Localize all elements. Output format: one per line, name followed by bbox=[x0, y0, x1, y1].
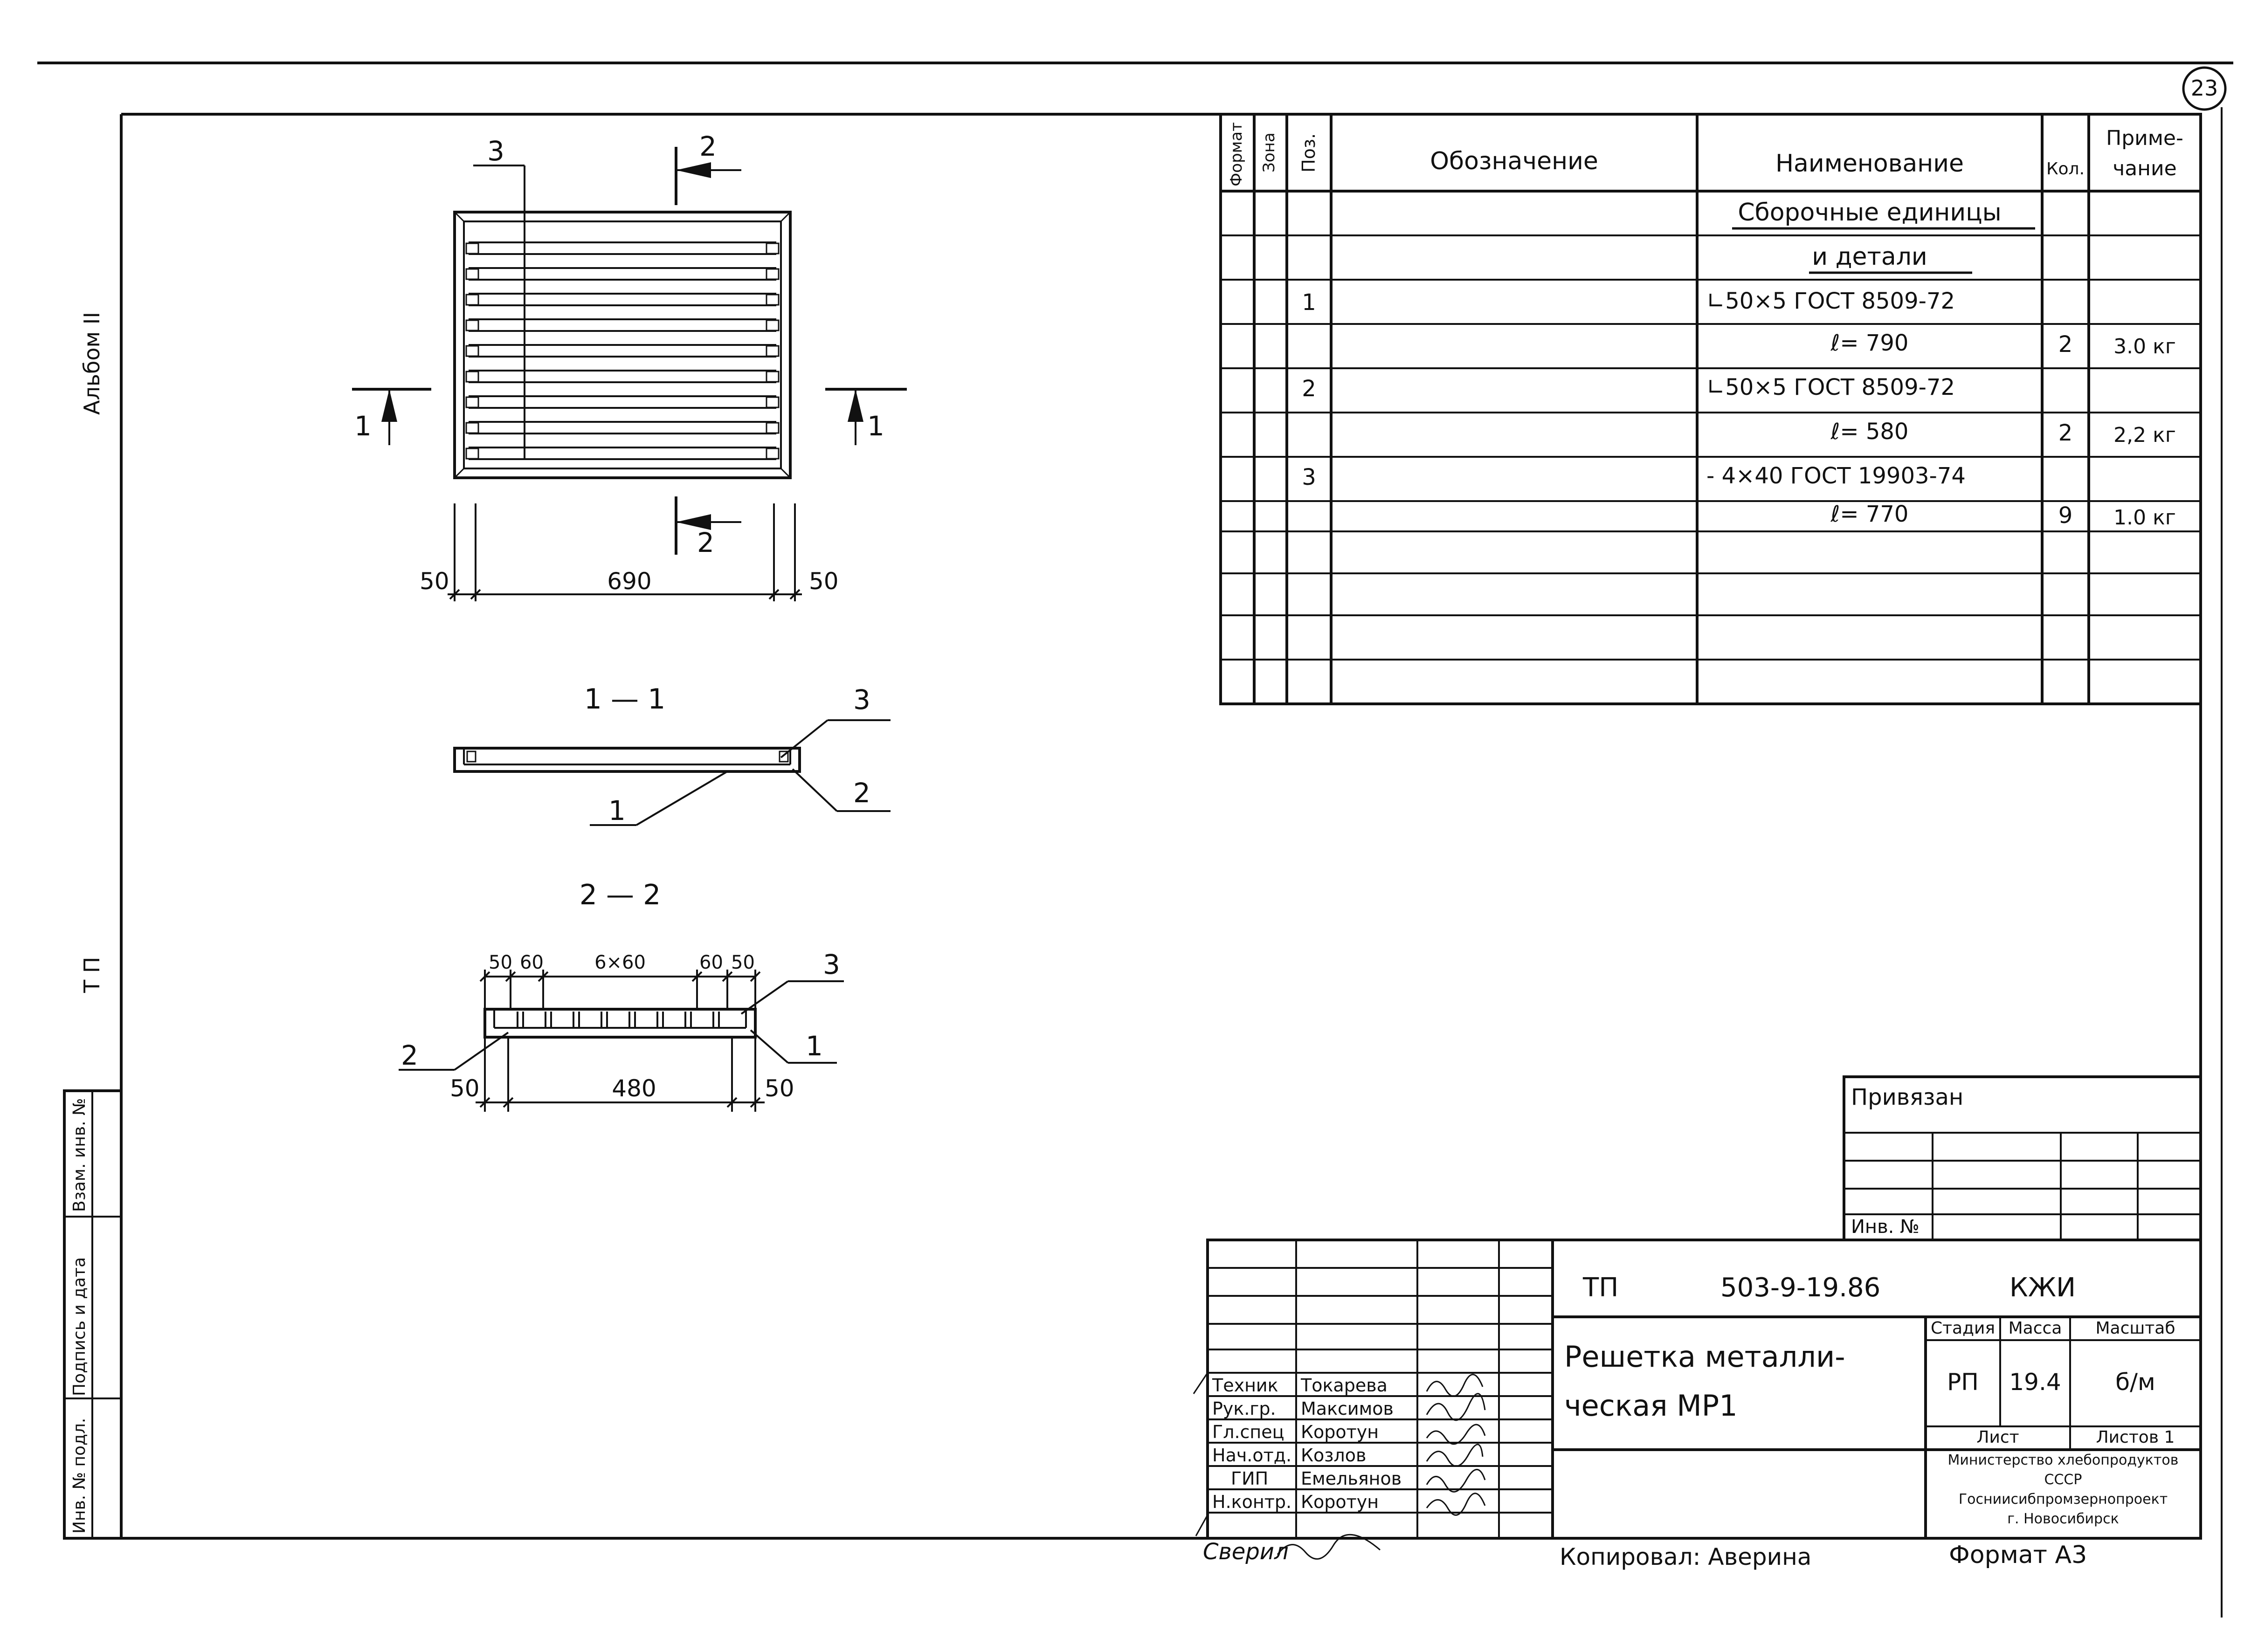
footer-format: Формат А3 bbox=[1949, 1541, 2087, 1569]
sheet-label: Лист bbox=[1976, 1428, 2019, 1447]
stamp-replace-label: Взам. инв. № bbox=[70, 1098, 89, 1212]
staff-role: Н.контр. bbox=[1212, 1492, 1292, 1512]
stamp-signature-label: Подпись и дата bbox=[70, 1257, 89, 1396]
album-label: Альбом II bbox=[79, 312, 104, 415]
section-1-1-callout-1: 1 bbox=[608, 795, 626, 826]
stage-value: РП bbox=[1947, 1369, 1979, 1396]
spec-row-note: 2,2 кг bbox=[2113, 423, 2176, 447]
section-2-2-dim-mid: 480 bbox=[612, 1075, 656, 1102]
spec-header-designation: Обозначение bbox=[1430, 147, 1598, 175]
spec-section-title-2: и детали bbox=[1812, 243, 1927, 271]
section-2-2-callout-1: 1 bbox=[806, 1030, 823, 1062]
spec-row-name: ∟50×5 ГОСТ 8509-72 bbox=[1706, 288, 1955, 314]
footer-copied: Копировал: Аверина bbox=[1560, 1543, 1812, 1570]
section-1-1-callout-3: 3 bbox=[853, 684, 870, 716]
spec-row-pos: 2 bbox=[1302, 376, 1316, 402]
staff-role: Гл.спец bbox=[1212, 1422, 1284, 1442]
plan-dim-mid: 690 bbox=[607, 568, 652, 595]
section-1-1-callout-2: 2 bbox=[853, 777, 870, 809]
org-line-2: СССР bbox=[2044, 1472, 2082, 1488]
section-2-2-dim-top: 60 bbox=[520, 952, 544, 973]
title-name-line-1: Решетка металли- bbox=[1564, 1340, 1845, 1374]
org-line-3: Госниисибпромзернопроект bbox=[1958, 1491, 2168, 1507]
spec-row-qty: 9 bbox=[2058, 502, 2073, 529]
spec-row-qty: 2 bbox=[2058, 420, 2073, 446]
staff-role: Нач.отд. bbox=[1212, 1445, 1292, 1466]
staff-name: Емельянов bbox=[1301, 1468, 1402, 1489]
staff-name: Коротун bbox=[1301, 1422, 1379, 1442]
spec-header-name: Наименование bbox=[1775, 150, 1964, 178]
spec-header-format: Формат bbox=[1227, 122, 1246, 186]
title-code-prefix: ТП bbox=[1583, 1273, 1619, 1303]
section-2-2-title: 2 — 2 bbox=[579, 879, 661, 911]
org-line-1: Министерство хлебопродуктов bbox=[1947, 1452, 2179, 1468]
mass-label: Масса bbox=[2008, 1319, 2062, 1338]
plan-section-2-bottom: 2 bbox=[697, 527, 714, 558]
staff-name: Токарева bbox=[1301, 1375, 1388, 1396]
mass-value: 19.4 bbox=[2009, 1369, 2061, 1396]
staff-role: ГИП bbox=[1231, 1468, 1269, 1489]
staff-name: Коротун bbox=[1301, 1492, 1379, 1512]
spec-header-qty: Кол. bbox=[2046, 159, 2085, 179]
spec-row-name: - 4×40 ГОСТ 19903-74 bbox=[1706, 463, 1966, 489]
section-2-2-dim-top: 60 bbox=[699, 952, 723, 973]
plan-callout-3: 3 bbox=[487, 135, 504, 167]
section-2-2-dim-left: 50 bbox=[450, 1075, 480, 1102]
spec-row-note: 3.0 кг bbox=[2113, 335, 2176, 358]
section-2-2-dim-top: 50 bbox=[731, 952, 755, 973]
title-mark: КЖИ bbox=[2009, 1273, 2076, 1303]
spec-row-name: ℓ= 790 bbox=[1830, 330, 1909, 356]
plan-section-2-top: 2 bbox=[699, 131, 717, 162]
section-1-1-title: 1 — 1 bbox=[584, 683, 666, 716]
title-code: 503-9-19.86 bbox=[1720, 1273, 1881, 1303]
spec-row-name: ∟50×5 ГОСТ 8509-72 bbox=[1706, 374, 1955, 400]
stage-label: Стадия bbox=[1930, 1319, 1996, 1338]
sheet-number: 23 bbox=[2190, 76, 2218, 101]
spec-row-pos: 3 bbox=[1302, 464, 1316, 490]
section-2-2-dim-top: 6×60 bbox=[594, 952, 646, 973]
spec-row-qty: 2 bbox=[2058, 331, 2073, 358]
spec-row-name: ℓ= 770 bbox=[1830, 501, 1909, 527]
spec-header-pos: Поз. bbox=[1298, 133, 1319, 172]
tp-label: Т П bbox=[79, 957, 104, 993]
spec-header-note-1: Приме- bbox=[2106, 126, 2183, 150]
spec-section-title-1: Сборочные единицы bbox=[1738, 199, 2002, 227]
plan-section-1-left: 1 bbox=[354, 410, 372, 442]
section-2-2-callout-2: 2 bbox=[401, 1039, 418, 1071]
plan-dim-left: 50 bbox=[420, 568, 449, 595]
scale-value: б/м bbox=[2115, 1369, 2155, 1396]
spec-header-note-2: чание bbox=[2113, 157, 2177, 180]
stamp-inv-label: Инв. № подл. bbox=[70, 1418, 89, 1534]
staff-name: Максимов bbox=[1301, 1398, 1394, 1419]
org-line-4: г. Новосибирск bbox=[2007, 1511, 2119, 1527]
plan-dim-right: 50 bbox=[809, 568, 839, 595]
staff-name: Козлов bbox=[1301, 1445, 1367, 1466]
sheets-label: Листов 1 bbox=[2096, 1428, 2175, 1447]
plan-section-1-right: 1 bbox=[867, 410, 884, 442]
section-2-2-callout-3: 3 bbox=[823, 949, 840, 980]
section-2-2-dim-right: 50 bbox=[765, 1075, 794, 1102]
privyazan-inv: Инв. № bbox=[1851, 1216, 1920, 1238]
spec-row-name: ℓ= 580 bbox=[1830, 419, 1909, 445]
spec-header-zone: Зона bbox=[1260, 132, 1278, 172]
section-2-2-dim-top: 50 bbox=[489, 952, 512, 973]
staff-role: Техник bbox=[1212, 1375, 1278, 1396]
spec-row-pos: 1 bbox=[1302, 289, 1316, 316]
staff-role: Рук.гр. bbox=[1212, 1398, 1276, 1419]
privyazan-title: Привязан bbox=[1851, 1084, 1964, 1110]
spec-row-note: 1.0 кг bbox=[2113, 506, 2176, 530]
scale-label: Масштаб bbox=[2095, 1319, 2175, 1338]
title-name-line-2: ческая МР1 bbox=[1564, 1389, 1738, 1423]
footer-checked: Сверил bbox=[1203, 1539, 1289, 1565]
